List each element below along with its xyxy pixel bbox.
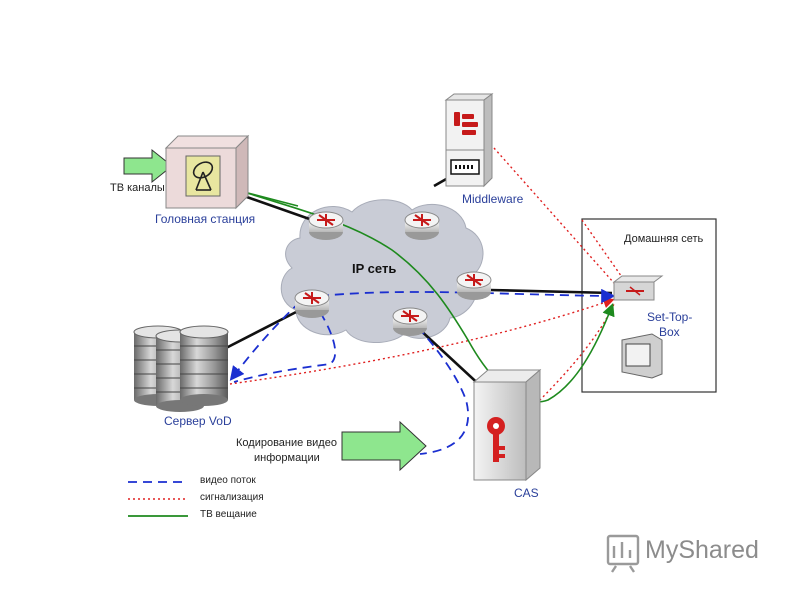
router-arrows-icon	[317, 214, 335, 226]
vod-server	[133, 325, 229, 412]
middleware-apps-icon	[454, 112, 478, 135]
router-arrows-icon	[413, 214, 431, 226]
router-5	[392, 307, 428, 336]
legend-label-signaling: сигнализация	[200, 492, 264, 503]
router-2	[404, 211, 440, 240]
router-arrows-icon	[401, 310, 419, 322]
router-4	[294, 289, 330, 318]
video-stream-lines	[229, 288, 616, 455]
tv-monitor-icon	[621, 333, 663, 379]
watermark-text: MyShared	[645, 536, 759, 564]
home-network-label: Домашняя сеть	[624, 233, 704, 245]
encoding-arrow	[341, 420, 427, 472]
satellite-dish-icon	[192, 161, 214, 191]
router-arrows-icon	[465, 274, 483, 286]
myshared-logo-icon	[606, 534, 640, 573]
headend-box	[164, 134, 250, 210]
router-arrows-icon	[303, 292, 321, 304]
tv-channels-arrow	[123, 148, 173, 184]
set-top-box	[612, 275, 664, 301]
middleware-label: Middleware	[462, 192, 524, 206]
headend-label: Головная станция	[155, 212, 256, 226]
vod-disk-stack-3	[179, 325, 229, 406]
legend-label-video: видео поток	[200, 475, 256, 486]
middleware-board-icon	[450, 159, 480, 175]
tv-broadcast-branch	[243, 191, 299, 207]
ip-network-label: IP сеть	[352, 261, 397, 276]
tv-channels-label: ТВ каналы	[110, 182, 165, 194]
encoding-label-2: информации	[254, 452, 320, 464]
legend-label-broadcast: ТВ вещание	[200, 509, 257, 520]
legend	[128, 481, 188, 517]
router-3	[456, 271, 492, 300]
cas-label: CAS	[514, 486, 539, 500]
set-top-box-label-2: Box	[659, 325, 680, 339]
encoding-label-1: Кодирование видео	[236, 437, 337, 449]
home-network-box	[581, 218, 717, 393]
cas-server	[472, 368, 542, 482]
key-icon	[487, 417, 505, 462]
set-top-box-label-1: Set-Top-	[647, 310, 693, 324]
router-1	[308, 211, 344, 240]
vod-server-label: Сервер VoD	[164, 414, 232, 428]
